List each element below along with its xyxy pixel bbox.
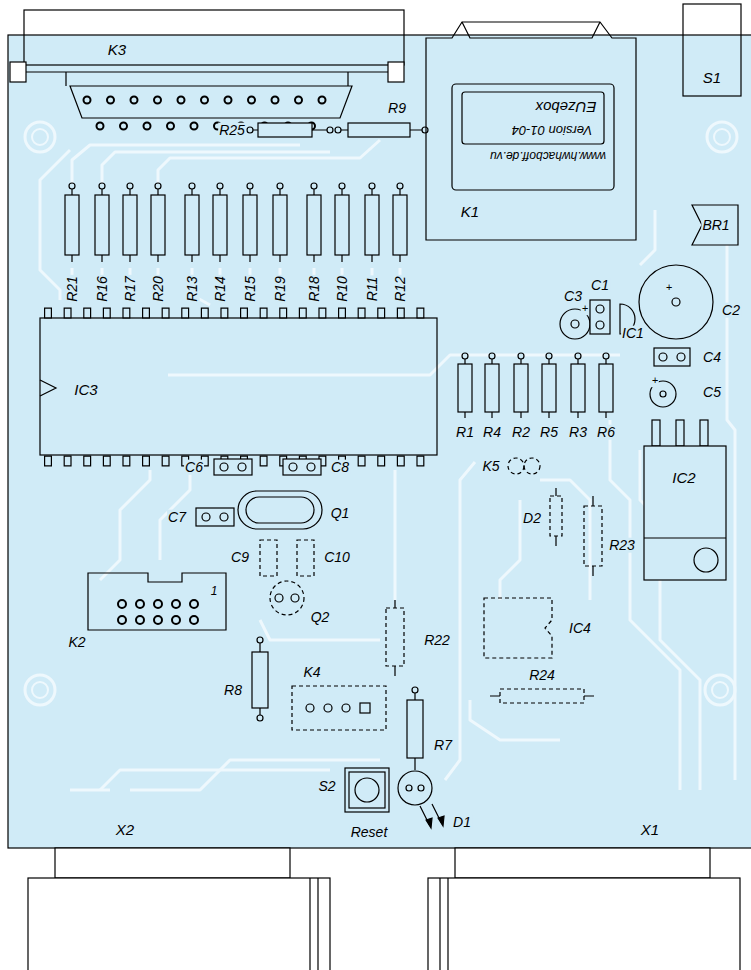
part-label: R9 [387, 101, 407, 116]
part-label: D2 [522, 511, 542, 526]
crystal-symbol [196, 459, 322, 529]
part-label: IC4 [568, 621, 592, 636]
part-label: www.hwhacboff.de.vu [489, 150, 607, 163]
regulator-symbol [644, 420, 726, 580]
part-label: X1 [640, 822, 660, 838]
jumper-symbol [692, 205, 738, 245]
part-label: C6 [184, 460, 204, 475]
part-label: IC1 [621, 326, 645, 341]
part-label: C9 [230, 550, 250, 565]
part-label: Q2 [310, 610, 331, 625]
part-label: C4 [702, 350, 722, 365]
part-label: + [665, 282, 673, 294]
part-label: C2 [721, 303, 741, 318]
part-label: R4 [482, 425, 502, 440]
part-label: C3 [563, 289, 583, 304]
part-label: R6 [596, 425, 616, 440]
part-label: R7 [433, 738, 453, 753]
part-label: Version 01-04 [511, 123, 593, 137]
part-label: K4 [302, 665, 321, 680]
part-label: Reset [350, 825, 389, 840]
part-label: C1 [590, 278, 610, 293]
part-label: R8 [223, 683, 243, 698]
part-label: D1 [452, 815, 472, 830]
part-label: 1 [210, 585, 219, 598]
part-label: K1 [460, 204, 480, 220]
part-label: R11 [365, 276, 380, 303]
part-label: R5 [539, 425, 559, 440]
mounting-holes [25, 122, 737, 705]
part-label: R20 [151, 275, 166, 303]
connector-symbol [28, 848, 740, 970]
pin-header [88, 573, 226, 630]
part-label: R2 [511, 425, 531, 440]
part-label: R10 [335, 275, 350, 303]
part-label: R19 [273, 275, 288, 303]
card-socket [426, 22, 636, 240]
part-label: C5 [702, 385, 722, 400]
part-label: EUzebox [535, 99, 598, 115]
part-label: R25 [218, 123, 246, 138]
pcb-board [8, 35, 751, 848]
resistor-symbol [252, 637, 423, 770]
part-label: R14 [213, 275, 228, 303]
part-label: R3 [568, 425, 588, 440]
part-label: R12 [393, 275, 408, 303]
part-label: R23 [608, 538, 636, 553]
part-label: S1 [702, 70, 722, 86]
optional-parts [260, 458, 602, 730]
copper-traces [40, 140, 735, 790]
part-label: K5 [481, 459, 500, 474]
connector-symbol [10, 10, 404, 126]
part-label: R24 [528, 668, 556, 683]
part-label: X2 [115, 822, 135, 838]
part-label: IC2 [671, 470, 696, 486]
switch-symbol [345, 768, 389, 812]
resistor-symbol [247, 123, 428, 137]
part-label: C7 [167, 510, 187, 525]
switch-outline [683, 4, 741, 96]
resistor-symbol [65, 186, 410, 262]
part-label: R16 [95, 275, 110, 303]
part-label: C10 [323, 550, 351, 565]
led-symbol [398, 771, 444, 828]
part-label: + [581, 303, 589, 315]
part-label: R18 [307, 275, 322, 303]
pads [275, 488, 594, 713]
part-label: K2 [67, 635, 86, 650]
part-label: IC3 [73, 382, 98, 398]
part-label: R17 [123, 275, 138, 303]
resistor-pads [69, 183, 403, 189]
part-label: + [651, 375, 659, 387]
part-label: R1 [455, 425, 475, 440]
part-label: BR1 [701, 218, 730, 233]
part-label: R22 [423, 633, 451, 648]
part-label: C8 [330, 460, 350, 475]
resistor-symbol [458, 353, 613, 418]
part-label: R13 [185, 275, 200, 303]
part-label: R21 [65, 275, 80, 303]
part-label: K3 [107, 42, 127, 58]
part-label: R15 [243, 275, 258, 303]
part-label: S2 [317, 779, 336, 794]
part-label: Q1 [330, 506, 351, 521]
ic-package [40, 313, 437, 461]
